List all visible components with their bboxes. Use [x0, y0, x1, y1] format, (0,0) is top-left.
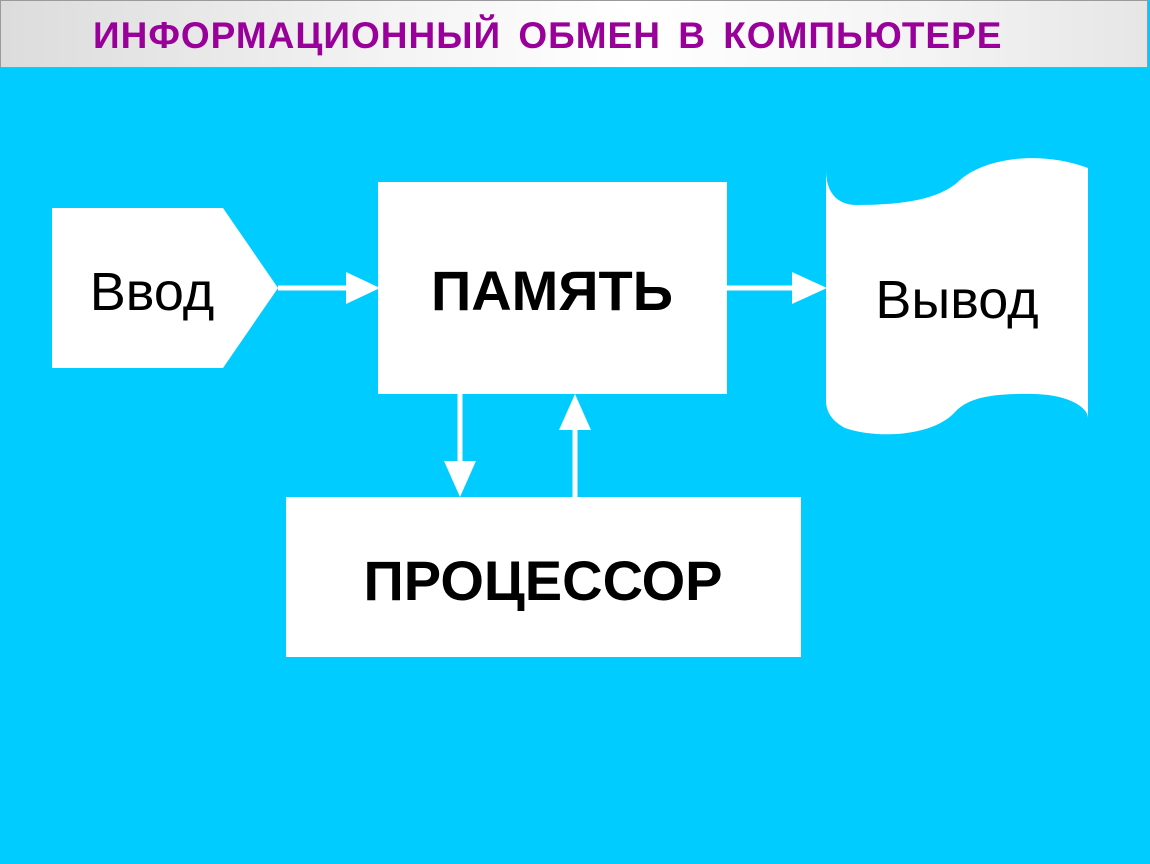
processor-node-shape [286, 497, 801, 657]
processor-node-label: ПРОЦЕССОР [363, 549, 722, 612]
memory-node-shape [378, 182, 727, 394]
input-node-shape [52, 208, 278, 368]
arrow-input-to-memory [278, 272, 380, 304]
arrow-memory-to-processor [444, 394, 476, 497]
slide-title: ИНФОРМАЦИОННЫЙ ОБМЕН В КОМПЬЮТЕРЕ [93, 15, 1003, 56]
input-node-label: Ввод [90, 262, 214, 322]
arrow-processor-to-memory [559, 394, 591, 497]
output-node-shape [826, 158, 1088, 435]
title-bar: ИНФОРМАЦИОННЫЙ ОБМЕН В КОМПЬЮТЕРЕ [0, 0, 1148, 68]
arrow-memory-to-output [727, 272, 827, 304]
memory-node-label: ПАМЯТЬ [431, 259, 673, 322]
output-node-label: Вывод [875, 270, 1038, 330]
